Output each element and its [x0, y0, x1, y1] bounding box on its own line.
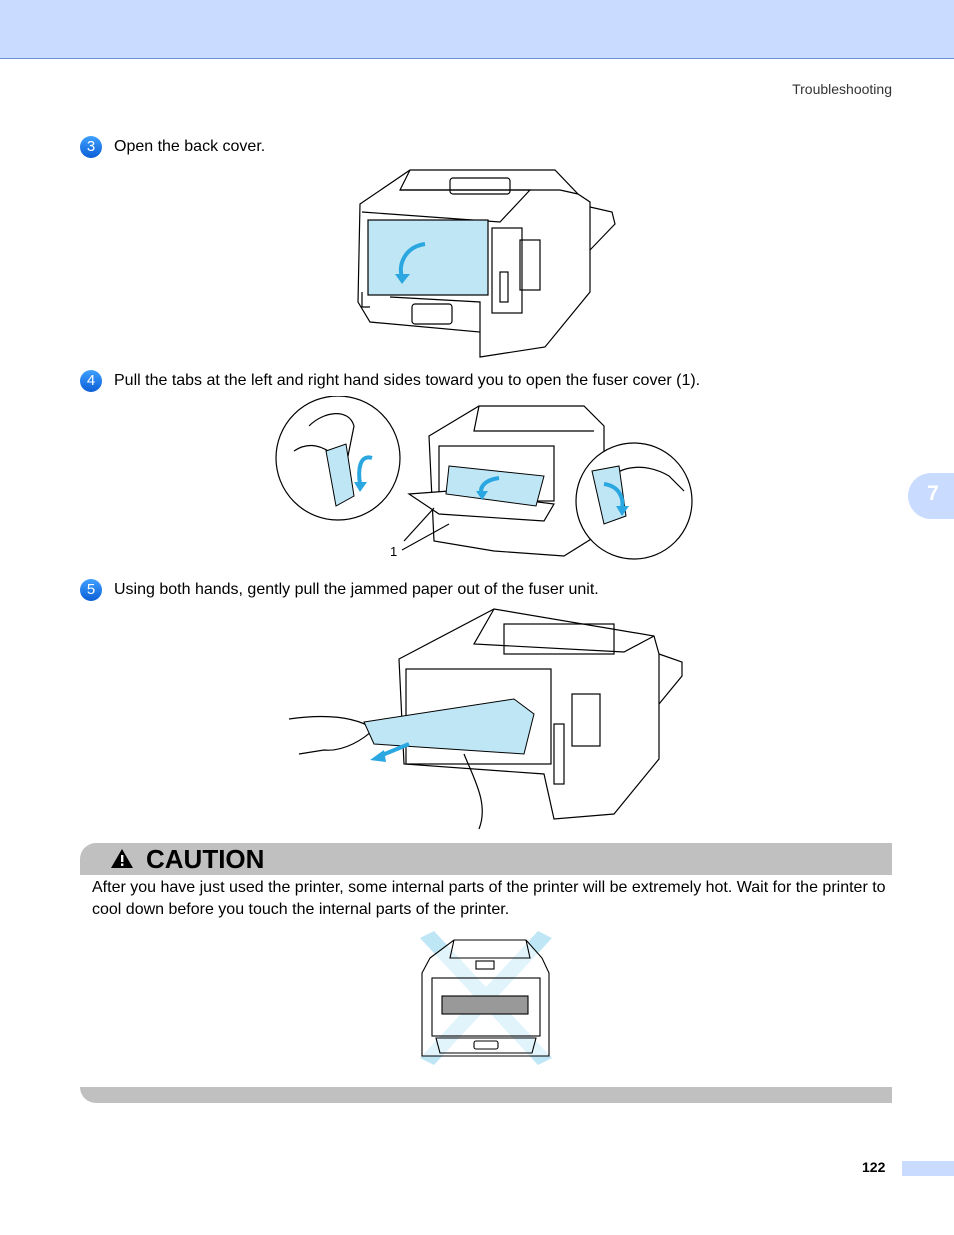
caution-bar: CAUTION — [80, 843, 892, 875]
warning-icon — [111, 849, 133, 868]
step-4: 4 Pull the tabs at the left and right ha… — [80, 370, 700, 392]
caution-title: CAUTION — [146, 844, 265, 874]
step-number-badge: 3 — [80, 136, 102, 158]
step-5: 5 Using both hands, gently pull the jamm… — [80, 579, 599, 601]
step-text: Pull the tabs at the left and right hand… — [114, 372, 701, 389]
callout-1: 1 — [390, 544, 398, 559]
caution-text: After you have just used the printer, so… — [92, 879, 886, 918]
step-number-badge: 4 — [80, 370, 102, 392]
caution-end-bar — [80, 1087, 892, 1103]
page-tab — [902, 1161, 954, 1176]
do-not-touch-illustration — [420, 931, 552, 1065]
header-band — [0, 0, 954, 59]
step-3: 3 Open the back cover. — [80, 136, 265, 158]
step-text: Using both hands, gently pull the jammed… — [114, 581, 599, 598]
printer-back-cover-illustration — [357, 169, 616, 358]
chapter-number: 7 — [927, 482, 939, 505]
page-number: 122 — [862, 1159, 886, 1175]
section-title: Troubleshooting — [792, 81, 892, 97]
chapter-tab: 7 — [908, 473, 954, 519]
remove-jammed-paper-illustration — [288, 608, 683, 830]
step-number-badge: 5 — [80, 579, 102, 601]
fuser-cover-illustration — [275, 396, 693, 560]
step-text: Open the back cover. — [114, 138, 266, 155]
